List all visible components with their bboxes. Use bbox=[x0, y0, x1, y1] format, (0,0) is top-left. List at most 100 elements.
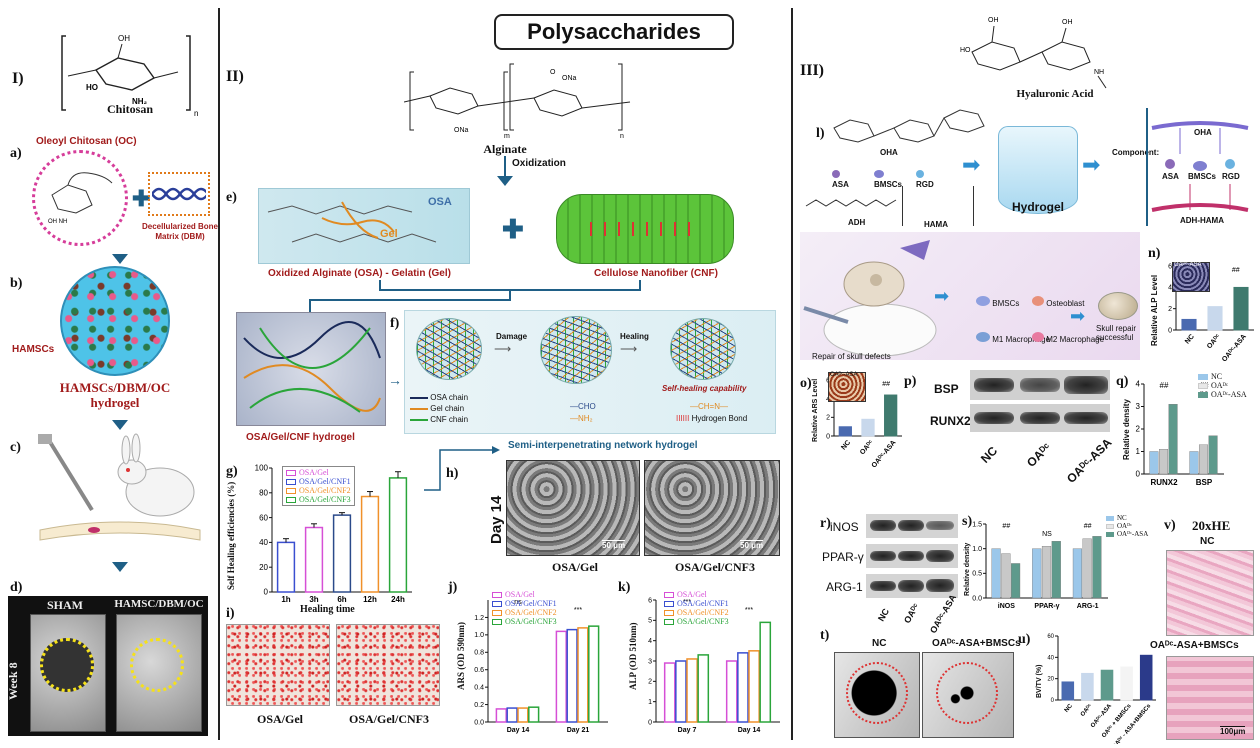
arrow-c-d bbox=[112, 562, 128, 572]
hama-chain-structure bbox=[833, 109, 985, 143]
y-tick-label: 40 bbox=[1047, 655, 1054, 661]
plus-icon: ✚ bbox=[132, 186, 151, 211]
hama-bracket bbox=[902, 186, 974, 226]
x-tick-label: 24h bbox=[391, 595, 405, 604]
y-tick-label: 4 bbox=[1168, 285, 1172, 292]
y-tick-label: 4 bbox=[648, 638, 652, 645]
r-inos-band-3 bbox=[926, 521, 954, 530]
r-arg-band-3 bbox=[926, 579, 954, 592]
x-tick-label: 6h bbox=[337, 595, 346, 604]
q-legend: NC OAᴰᶜ OAᴰᶜ-ASA bbox=[1198, 372, 1247, 399]
q-legend-nc: NC bbox=[1198, 372, 1247, 381]
defect-circle-treated bbox=[130, 638, 184, 692]
bar bbox=[1072, 548, 1082, 599]
arrow-g-to-h bbox=[424, 446, 500, 491]
panel-label-g: g) bbox=[226, 464, 238, 479]
c-oha: OHA bbox=[1194, 128, 1212, 137]
semi-network-label: Semi-interpenetrating network hydrogel bbox=[508, 440, 698, 451]
legend-osa-gel-cnf1: OSA/Gel/CNF1 bbox=[286, 477, 351, 486]
bar bbox=[528, 706, 540, 723]
svg-text:OH: OH bbox=[988, 17, 999, 24]
alginate-label: Alginate bbox=[483, 142, 527, 156]
arrow-to-f: → bbox=[388, 372, 402, 388]
section-label-i: I) bbox=[12, 70, 24, 87]
j-legend-1: OSA/Gel/CNF1 bbox=[492, 599, 557, 608]
panel-label-a: a) bbox=[10, 146, 22, 161]
v-treat-label: OAᴰᶜ-ASA+BMSCs bbox=[1150, 640, 1239, 651]
panel-label-l: l) bbox=[816, 126, 825, 141]
x-tick-label: NC bbox=[1184, 333, 1196, 345]
svg-text:NH₂: NH₂ bbox=[132, 97, 148, 106]
y-tick-label: 20 bbox=[1047, 677, 1054, 683]
sem-scale-1: 50 μm bbox=[602, 540, 626, 550]
y-tick-label: 1.2 bbox=[474, 615, 484, 622]
n-ylabel: Relative ALP Level bbox=[1150, 274, 1159, 346]
panel-label-q: q) bbox=[1116, 374, 1129, 389]
bar bbox=[1181, 318, 1197, 331]
y-tick-label: 0.0 bbox=[474, 719, 484, 726]
network-circle-2 bbox=[540, 316, 612, 384]
bar bbox=[1061, 681, 1075, 701]
rabbit-injection-illustration bbox=[38, 433, 201, 541]
significance-label: *** bbox=[745, 607, 753, 614]
x-tick-label: PPAR-γ bbox=[1034, 603, 1059, 610]
svg-text:OH: OH bbox=[1062, 19, 1073, 26]
y-tick-label: 2 bbox=[1168, 306, 1172, 313]
components-label: Component: bbox=[1112, 148, 1160, 157]
bar bbox=[991, 548, 1001, 599]
y-tick-label: 0.6 bbox=[474, 667, 484, 674]
panel-label-f: f) bbox=[390, 316, 400, 331]
v-nc-label: NC bbox=[1200, 536, 1215, 547]
panel-label-j: j) bbox=[448, 580, 458, 595]
components-diagram bbox=[1151, 121, 1249, 212]
k-legend-3: OSA/Gel/CNF3 bbox=[664, 617, 729, 626]
h-day-label: Day 14 bbox=[488, 495, 505, 544]
m-arrow-2: ➡ bbox=[1070, 306, 1086, 326]
bar bbox=[748, 650, 760, 723]
v-title: 20xHE bbox=[1192, 518, 1231, 533]
o-inset-image bbox=[828, 372, 866, 402]
dna-icon bbox=[152, 187, 206, 201]
legend-gel-chain: Gel chain bbox=[410, 403, 468, 414]
legend-cnf-chain: CNF chain bbox=[410, 414, 468, 425]
bar bbox=[555, 630, 567, 723]
bar bbox=[861, 418, 875, 437]
y-tick-label: 3 bbox=[1136, 402, 1141, 411]
bar bbox=[1041, 546, 1052, 599]
l-asa: ASA bbox=[832, 170, 849, 189]
svg-text:n: n bbox=[194, 109, 198, 118]
l-bmscs: BMSCs bbox=[874, 170, 902, 189]
sham-label: SHAM bbox=[47, 598, 83, 612]
significance-label: ## bbox=[1084, 523, 1092, 530]
panel-label-r: r) bbox=[820, 516, 831, 531]
x-tick-label: Day 7 bbox=[678, 727, 697, 734]
y-tick-label: 1 bbox=[1136, 447, 1141, 456]
s-legend-oa: OAᴰᶜ bbox=[1106, 522, 1148, 530]
y-tick-label: 0.2 bbox=[474, 702, 484, 709]
h-right-caption: OSA/Gel/CNF3 bbox=[675, 560, 755, 574]
title-box: Polysaccharides bbox=[494, 14, 734, 50]
c-bmscs: BMSCs bbox=[1188, 172, 1217, 181]
bar bbox=[566, 628, 578, 723]
y-tick-label: 60 bbox=[1047, 634, 1054, 640]
p-runx2-band-3 bbox=[1064, 412, 1108, 424]
panel-label-i: i) bbox=[226, 606, 235, 621]
p-bsp-band-2 bbox=[1020, 378, 1060, 392]
j-legend-2: OSA/Gel/CNF2 bbox=[492, 608, 557, 617]
panel-label-c: c) bbox=[10, 440, 21, 455]
oxidization-arrow bbox=[504, 156, 506, 178]
r-ppar-label: PPAR-γ bbox=[822, 550, 864, 564]
t-nc-label: NC bbox=[872, 638, 887, 649]
svg-text:OH: OH bbox=[118, 34, 130, 43]
significance-label: ## bbox=[882, 381, 890, 388]
dbm-label: Decellularized Bone Matrix (DBM) bbox=[141, 222, 219, 241]
y-tick-label: 1.0 bbox=[972, 546, 982, 553]
hbond-label: IIIIII Hydrogen Bond bbox=[676, 414, 748, 423]
nh2-label: —NH₂ bbox=[570, 414, 593, 423]
t-treat-defect bbox=[936, 662, 998, 724]
c-rgd: RGD bbox=[1222, 172, 1240, 181]
bar bbox=[884, 394, 898, 437]
bar bbox=[388, 477, 408, 593]
